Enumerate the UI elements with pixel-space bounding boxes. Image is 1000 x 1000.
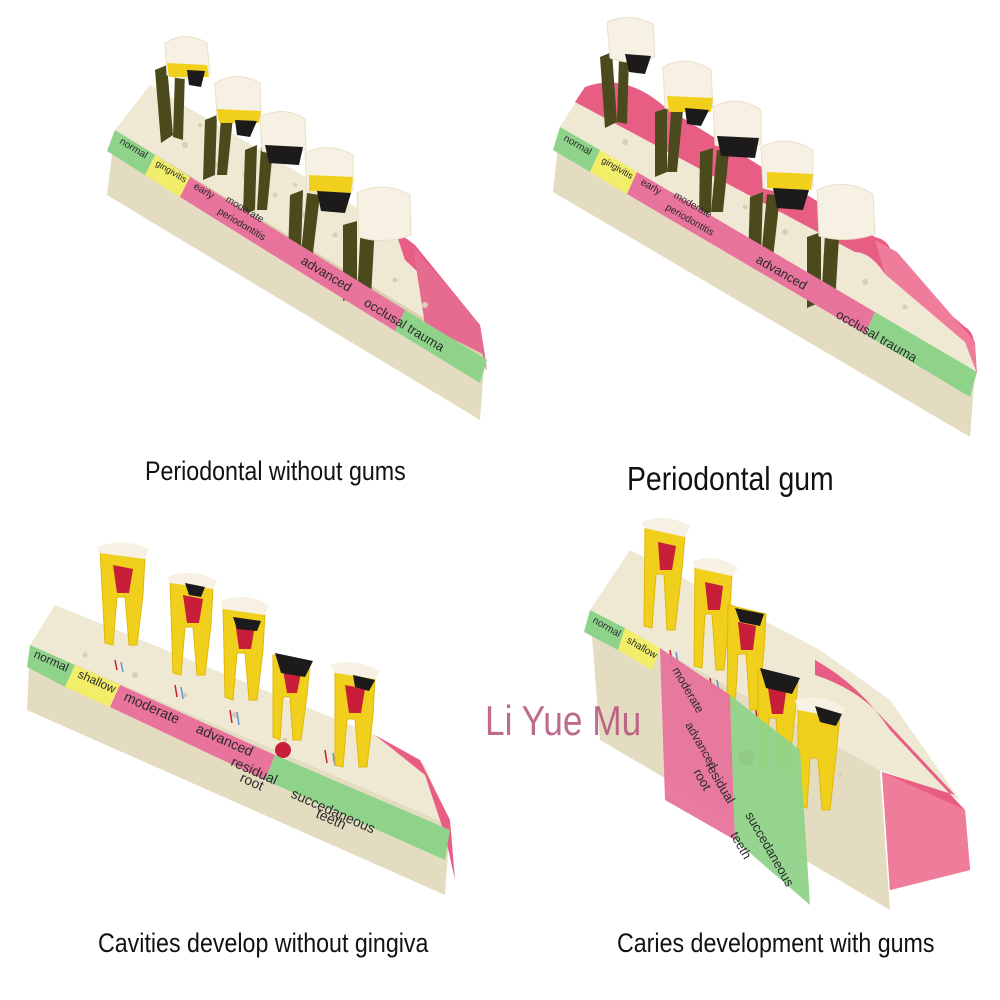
watermark: Li Yue Mu: [485, 697, 642, 744]
caption-periodontal-without-gums: Periodontal without gums: [145, 456, 406, 486]
caption-caries-with-gums: Caries development with gums: [617, 928, 935, 958]
periodontal-model-with-gums: normal gingivitis early moderate periodo…: [545, 12, 985, 447]
caption-periodontal-gum: Periodontal gum: [627, 460, 834, 497]
caption-cavities-without-gingiva: Cavities develop without gingiva: [98, 928, 429, 958]
caries-model-without-gingiva: normal shallow moderate advanced residua…: [25, 535, 465, 925]
caries-model-with-gums: normal shallow moderate advanced residua…: [560, 510, 980, 920]
periodontal-model-without-gums: normal gingivitis early moderate periodo…: [95, 25, 495, 450]
